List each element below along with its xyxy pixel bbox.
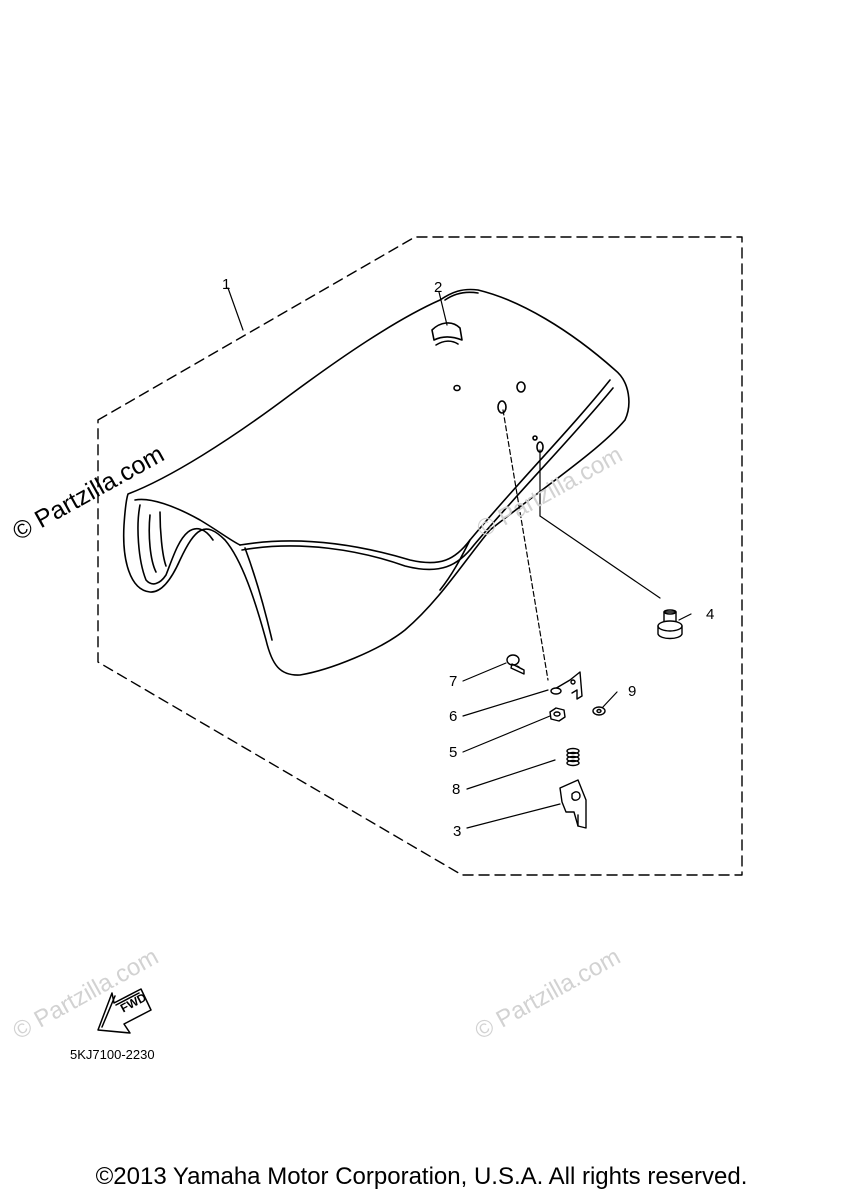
copyright-notice: ©2013 Yamaha Motor Corporation, U.S.A. A… [95, 1163, 748, 1190]
washer-part-9 [592, 706, 606, 716]
spring-part-8 [566, 747, 580, 767]
callout-3: 3 [453, 823, 462, 840]
callout-7: 7 [449, 673, 458, 690]
hardware-parts [506, 609, 683, 829]
callout-5: 5 [449, 744, 458, 761]
seat-assembly [122, 288, 630, 676]
catalog-code: 5KJ7100-2230 [70, 1047, 155, 1062]
leader-lines [227, 287, 692, 829]
bracket-part-6 [550, 671, 583, 700]
callout-1: 1 [222, 276, 231, 293]
fwd-arrow-icon [97, 988, 152, 1034]
callout-4: 4 [706, 606, 715, 623]
assembly-boundary [97, 236, 743, 876]
damper-part-4 [657, 609, 683, 640]
nut-part-5 [549, 707, 566, 722]
callout-6: 6 [449, 708, 458, 725]
callout-2: 2 [434, 279, 443, 296]
callout-8: 8 [452, 781, 461, 798]
callout-9: 9 [628, 683, 637, 700]
latch-part-3 [559, 779, 587, 829]
bolt-part-7 [506, 654, 525, 675]
